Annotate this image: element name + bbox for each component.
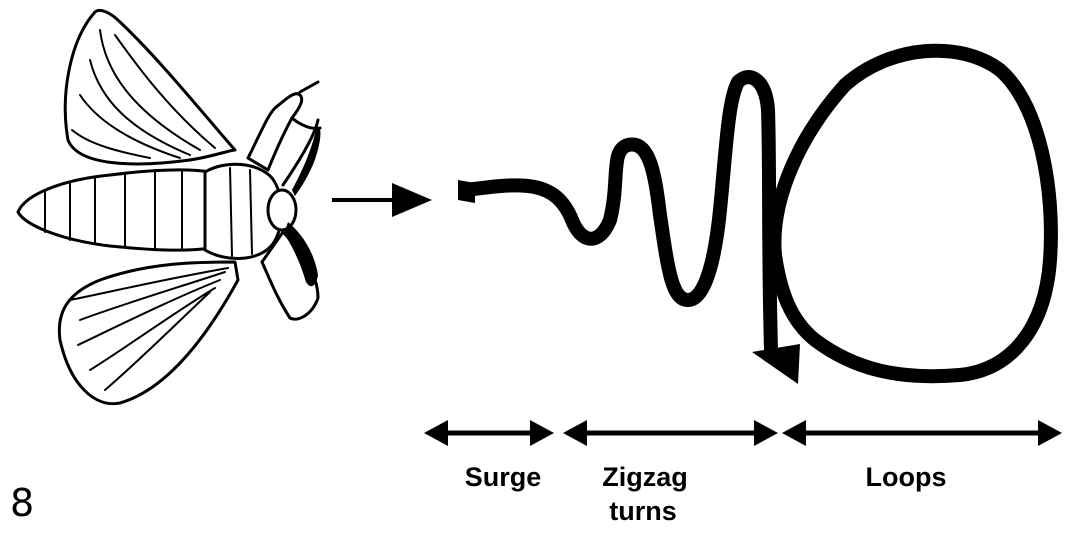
zigzag-flight-path: [466, 77, 771, 350]
zigzag-extent-arrow: [563, 420, 778, 446]
phase-extent-arrows: [424, 420, 1062, 446]
approach-arrow: [332, 183, 432, 217]
zigzag-label-line2: turns: [609, 496, 677, 526]
moth-illustration: [18, 10, 320, 403]
flight-path: [458, 51, 1051, 384]
loops-label: Loops: [866, 462, 947, 492]
surge-extent-arrow: [424, 420, 554, 446]
surge-label: Surge: [465, 462, 542, 492]
moth-antenna-upper: [248, 94, 302, 170]
loops-extent-arrow: [782, 420, 1062, 446]
moth-head: [268, 190, 296, 230]
flight-path-end-arrowhead: [752, 344, 800, 384]
moth-leg-upper-dark: [292, 127, 320, 196]
loop-flight-path: [774, 51, 1050, 377]
zigzag-label-line1: Zigzag: [602, 462, 688, 492]
figure-number: 8: [10, 484, 34, 522]
